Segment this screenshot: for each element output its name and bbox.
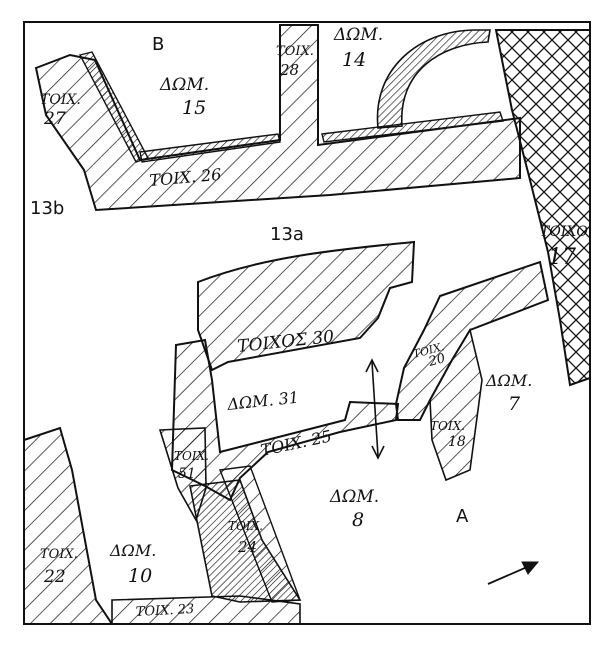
room-7-label-top: ΔΩΜ.	[485, 371, 532, 390]
room-14-label-num: 14	[342, 49, 366, 71]
wall-20-band	[394, 260, 550, 421]
wall-24-label-top: ΤΟΙΧ.	[228, 519, 263, 533]
wall-17-label-num: 17	[548, 245, 576, 270]
wall-23-label: ΤΟΙΧ. 23	[135, 602, 194, 620]
area-b-label: B	[152, 34, 164, 55]
area-13a-label: 13a	[270, 224, 304, 245]
wall-22-label-num: 22	[43, 567, 66, 587]
room-10-label-top: ΔΩΜ.	[109, 541, 156, 560]
wall-22-label-top: ΤΟΙΧ.	[40, 547, 78, 562]
wall-18-label-top: ΤΟΙΧ.	[430, 419, 465, 433]
wall-22	[23, 426, 114, 625]
wall-24-label-num: 24	[237, 538, 257, 556]
wall-17	[494, 29, 591, 387]
area-a-label: A	[456, 506, 469, 527]
wall-18-label-num: 18	[448, 434, 466, 450]
wall-17-label-top: ΤΟΙΧΟ	[540, 224, 588, 240]
wall-20-label-num: 20	[426, 351, 447, 370]
room-8-label-num: 8	[352, 509, 364, 531]
room-8-label-top: ΔΩΜ.	[329, 487, 379, 507]
wall-18	[429, 327, 483, 482]
room-14-label-top: ΔΩΜ.	[333, 25, 383, 45]
wall-27-label-num: 27	[43, 109, 66, 129]
wall-23	[111, 595, 301, 625]
wall-28-label-num: 28	[279, 61, 299, 79]
wall-30-block	[197, 240, 416, 372]
room-7-label-num: 7	[508, 393, 521, 415]
area-13b-label: 13b	[30, 198, 64, 219]
wall-14-curve	[376, 29, 491, 129]
wall-26-rim-2	[321, 111, 504, 143]
wall-28-label-top: ΤΟΙΧ.	[276, 44, 314, 59]
room-15-label-top: ΔΩΜ.	[159, 75, 209, 95]
room-10-label-num: 10	[128, 565, 152, 587]
room-15-label-num: 15	[182, 97, 206, 119]
wall-27-edge	[78, 51, 150, 163]
wall-51-label-top: ΤΟΙΧ.	[174, 449, 209, 463]
wall-24-outer	[219, 465, 301, 603]
north-arrow-icon	[487, 561, 540, 585]
double-arrow-icon	[365, 358, 385, 460]
wall-51-label-num: 51	[178, 466, 196, 482]
wall-27-label-top: ΤΟΙΧ.	[40, 92, 81, 108]
